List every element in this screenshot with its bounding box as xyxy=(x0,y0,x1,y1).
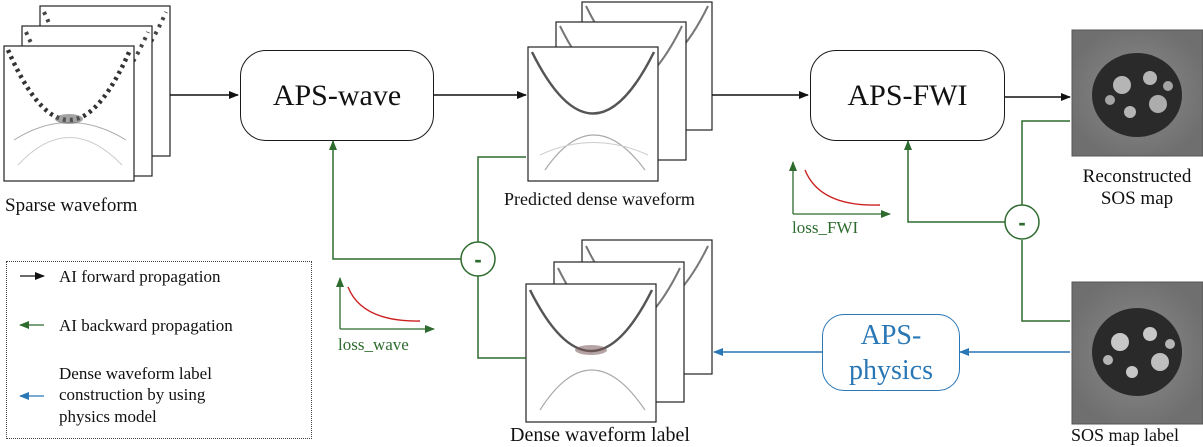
legend-physics-line1: Dense waveform label xyxy=(59,364,212,383)
aps-physics-label-line2: physics xyxy=(849,354,933,386)
reconstructed-sos-map xyxy=(1071,29,1203,157)
legend-physics-line2: construction by using xyxy=(59,385,206,405)
legend-box: AI forward propagation AI backward propa… xyxy=(6,261,312,439)
sparse-waveform-label: Sparse waveform xyxy=(5,195,138,216)
dense-waveform-label-stack xyxy=(525,239,713,423)
predicted-dense-waveform-label: Predicted dense waveform xyxy=(504,189,695,209)
sos-map-label-image xyxy=(1071,281,1203,425)
loss-fwi-plot xyxy=(789,161,891,218)
subtract-symbol-wave: - xyxy=(474,247,481,272)
aps-physics-module: APS- physics xyxy=(822,314,960,391)
reconstructed-sos-line2: SOS map xyxy=(1100,187,1174,209)
subtract-symbol-fwi: - xyxy=(1018,210,1025,235)
subtract-node-fwi xyxy=(1004,204,1040,240)
backward-arrows xyxy=(329,120,1070,359)
loss-wave-plot xyxy=(336,277,435,333)
loss-fwi-label: loss_FWI xyxy=(792,218,859,237)
aps-physics-label-line1: APS- xyxy=(860,319,922,351)
forward-arrows xyxy=(170,91,1071,101)
loss-wave-label: loss_wave xyxy=(338,335,409,354)
subtract-node-wave xyxy=(460,241,496,277)
sparse-waveform-stack xyxy=(3,5,171,182)
reconstructed-sos-line1: Reconstructed xyxy=(1082,166,1192,187)
aps-fwi-module: APS-FWI xyxy=(810,50,1005,141)
legend-physics-text: Dense waveform label construction by usi… xyxy=(59,363,212,427)
legend-forward-text: AI forward propagation xyxy=(59,267,221,286)
legend-physics-line3: physics model xyxy=(59,406,157,426)
aps-wave-module: APS-wave xyxy=(240,50,434,141)
predicted-dense-waveform-stack xyxy=(527,1,713,182)
legend-backward-text: AI backward propagation xyxy=(59,316,233,335)
dense-waveform-label-caption: Dense waveform label xyxy=(510,424,690,446)
sos-map-label-caption: SOS map label xyxy=(1071,425,1179,445)
reconstructed-sos-label: Reconstructed SOS map xyxy=(1068,166,1203,210)
